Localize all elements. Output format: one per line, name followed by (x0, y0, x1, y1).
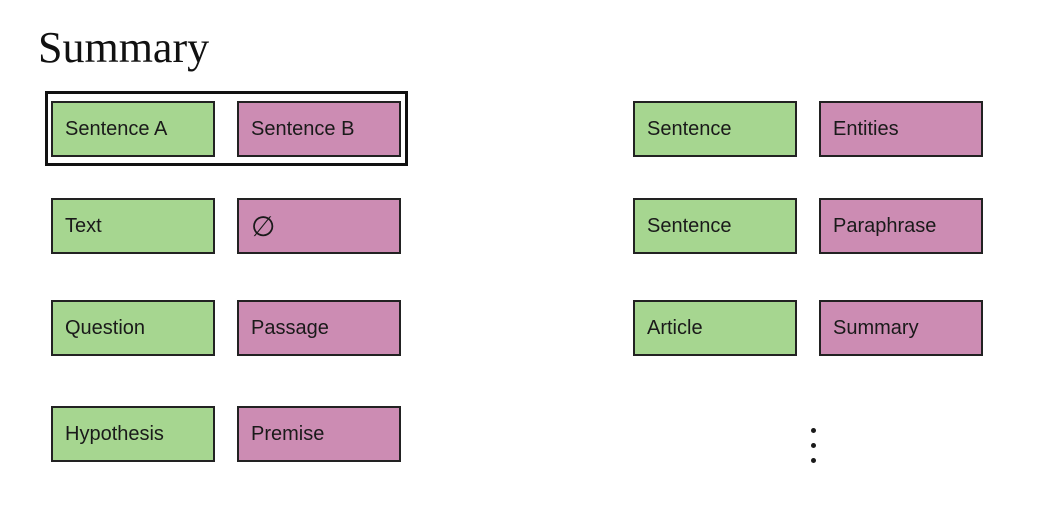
left-pair-1-input-b: Sentence B (237, 101, 401, 157)
left-pair-3-input-a: Question (51, 300, 215, 356)
left-pair-2-input-a: Text (51, 198, 215, 254)
left-pair-3-input-b: Passage (237, 300, 401, 356)
left-pair-1-input-a: Sentence A (51, 101, 215, 157)
right-pair-1-input-b: Entities (819, 101, 983, 157)
right-pair-3-input-b: Summary (819, 300, 983, 356)
page-title: Summary (38, 23, 210, 72)
right-pair-3-input-a: Article (633, 300, 797, 356)
left-pair-4-input-a: Hypothesis (51, 406, 215, 462)
right-pair-1-input-a: Sentence (633, 101, 797, 157)
left-pair-4-input-b: Premise (237, 406, 401, 462)
right-pair-2-input-a: Sentence (633, 198, 797, 254)
highlight-outline (45, 91, 408, 166)
vertical-ellipsis-icon (810, 428, 818, 468)
left-pair-2-input-b: ∅ (237, 198, 401, 254)
right-pair-2-input-b: Paraphrase (819, 198, 983, 254)
